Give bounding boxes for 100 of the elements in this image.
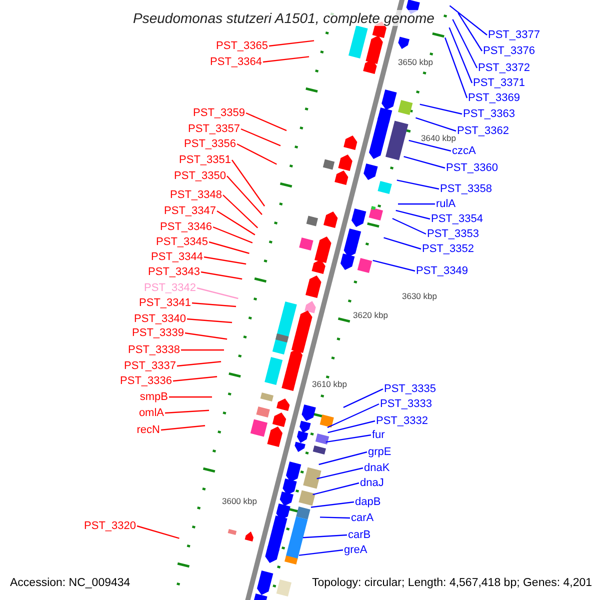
genome-summary: Topology: circular; Length: 4,567,418 bp; Genes: 4,201 (312, 576, 592, 590)
leader-line (196, 287, 238, 300)
gene-label: PST_3360 (446, 162, 498, 174)
gene-label: PST_3347 (164, 205, 216, 217)
leader-line (327, 403, 380, 428)
gene-label: PST_3358 (440, 183, 492, 195)
gene-label: dnaJ (360, 477, 384, 489)
gene-label: PST_3320 (84, 520, 136, 532)
leader-line (136, 525, 180, 539)
leader-line (312, 482, 360, 496)
leader-line (169, 396, 212, 398)
gene-label: PST_3371 (473, 77, 525, 89)
gene-label: PST_3342 (144, 282, 196, 294)
gene-label: grpE (368, 446, 392, 458)
scale-label: 3640 kbp (421, 134, 456, 143)
gene-label: smpB (140, 391, 168, 403)
leader-line (302, 534, 348, 538)
leader-line (226, 176, 262, 215)
leader-line (316, 467, 364, 480)
gene-label: rulA (436, 198, 456, 210)
gene-label: PST_3350 (174, 170, 226, 182)
leader-line (396, 180, 440, 190)
gene-label: PST_3362 (457, 125, 509, 137)
leader-line (172, 376, 218, 382)
gene-label: dapB (355, 496, 381, 508)
leader-line (448, 27, 473, 84)
gene-label: PST_3336 (120, 375, 172, 387)
leader-line (326, 434, 372, 443)
gene-label: PST_3345 (156, 236, 208, 248)
leader-line (268, 40, 314, 47)
leader-line (398, 203, 435, 205)
gene-label: PST_3352 (422, 243, 474, 255)
gene-label: PST_3359 (193, 107, 245, 119)
gene-label: fur (372, 429, 385, 441)
leader-line (232, 160, 266, 206)
leader-line (318, 451, 368, 466)
leader-line (320, 516, 350, 519)
leader-line (408, 140, 452, 152)
gene-label: PST_3363 (463, 108, 515, 120)
leader-line (444, 37, 468, 98)
gene-label: PST_3337 (124, 360, 176, 372)
leader-line (208, 241, 250, 254)
scale-label: 3600 kbp (222, 497, 257, 506)
gene-label: PST_3333 (380, 398, 432, 410)
leader-line (262, 56, 310, 63)
gene-label: czcA (452, 145, 476, 157)
gene-label: PST_3351 (179, 154, 231, 166)
leader-line (384, 237, 422, 250)
gene-label: PST_3339 (132, 327, 184, 339)
leader-line (216, 210, 256, 236)
leader-line (236, 143, 277, 165)
gene-label: PST_3340 (134, 313, 186, 325)
leader-line (396, 210, 430, 220)
leader-line (452, 19, 478, 68)
leader-line (404, 156, 446, 169)
leader-line (160, 425, 206, 431)
leader-line (181, 349, 224, 351)
gene-label: PST_3372 (478, 62, 530, 74)
gene-label: recN (136, 424, 160, 436)
leader-line (222, 194, 258, 228)
gene-label: PST_3341 (139, 297, 191, 309)
leader-line (343, 388, 384, 408)
leader-line (212, 226, 253, 244)
leader-line (416, 117, 456, 132)
gene-label: carB (348, 529, 371, 541)
leader-line (186, 318, 232, 324)
scale-label: 3630 kbp (402, 292, 437, 301)
leader-line (200, 271, 242, 280)
gene-label: PST_3356 (184, 138, 236, 150)
gene-label: PST_3346 (160, 221, 212, 233)
leader-line (310, 501, 354, 508)
title: Pseudomonas stutzeri A1501, complete genome (133, 10, 434, 26)
gene-label: PST_3354 (431, 213, 483, 225)
gene-label: PST_3335 (384, 383, 436, 395)
leader-line (372, 260, 416, 272)
leader-line (240, 128, 281, 146)
leader-line (449, 5, 488, 36)
gene-label: PST_3349 (416, 265, 468, 277)
leader-line (298, 549, 344, 556)
leader-line (392, 218, 426, 235)
gene-label: PST_3353 (427, 228, 479, 240)
gene-label: PST_3338 (128, 344, 180, 356)
gene-label: PST_3357 (188, 123, 240, 135)
gene-label: PST_3332 (376, 415, 428, 427)
gene-label: PST_3348 (170, 189, 222, 201)
gene-label: PST_3364 (210, 56, 262, 68)
leader-line (246, 112, 287, 132)
gene-label: greA (344, 544, 368, 556)
leader-line (164, 410, 210, 414)
scale-label: 3610 kbp (312, 380, 347, 389)
gene-label: dnaK (364, 462, 390, 474)
leader-line (204, 256, 246, 265)
leader-line (328, 420, 376, 434)
leader-line (192, 302, 236, 308)
leader-line (184, 332, 228, 340)
gene-label: PST_3369 (468, 92, 520, 104)
gene-label: omlA (138, 407, 164, 419)
leader-line (176, 361, 222, 367)
gene-label: PST_3365 (216, 40, 268, 52)
scale-label: 3620 kbp (353, 311, 388, 320)
